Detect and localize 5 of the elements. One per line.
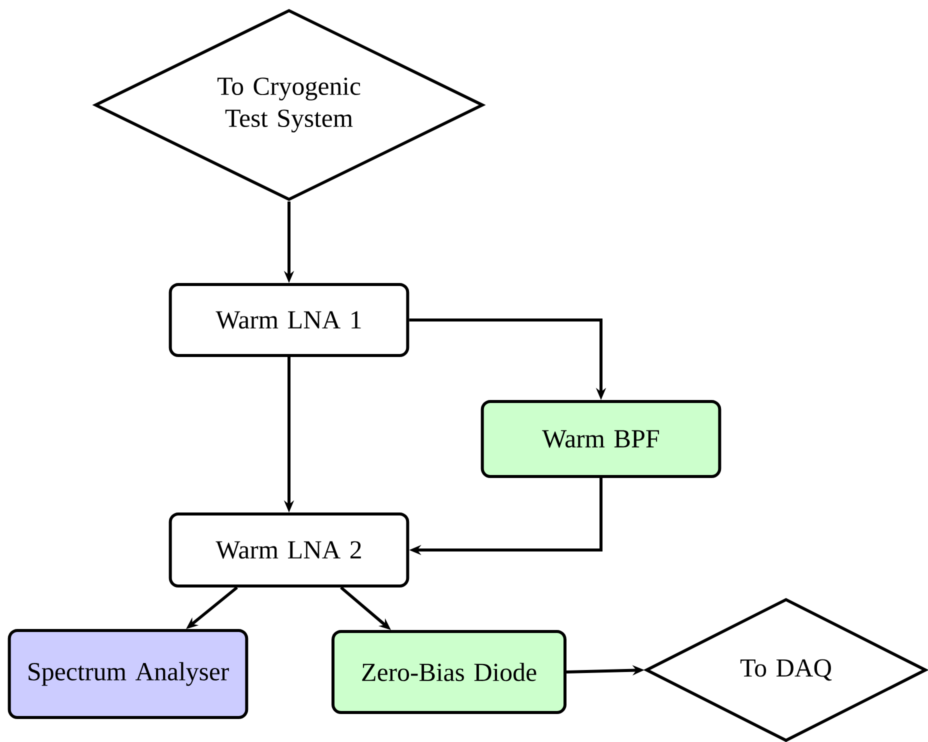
process-box: Warm BPF xyxy=(480,400,722,478)
process-box: Spectrum Analyser xyxy=(8,629,248,719)
process-box: Warm LNA 2 xyxy=(168,512,410,588)
process-box: Warm LNA 1 xyxy=(168,283,410,357)
process-box: Zero-Bias Diode xyxy=(332,630,566,714)
